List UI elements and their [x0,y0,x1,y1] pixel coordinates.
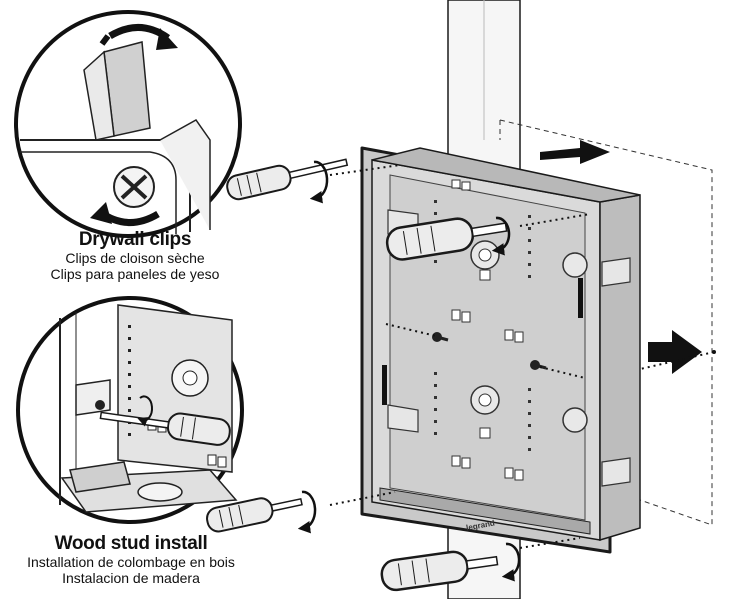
rotation-arrow-icon [297,490,317,534]
direction-arrow-icon [540,140,610,164]
drywall-clips-french: Clips de cloison sèche [65,250,205,266]
wood-stud-heading: Wood stud install [54,533,208,554]
rotation-arrow-icon [309,160,329,204]
direction-arrow-icon [635,330,716,374]
drywall-outline [499,119,713,526]
rotation-arrow-icon [501,542,521,582]
screwdriver-icon [380,550,499,592]
electrical-box [360,146,641,554]
drywall-clips-spanish: Clips para paneles de yeso [50,266,220,282]
screwdriver-icon [385,217,508,261]
wood-stud-spanish: Instalacion de madera [62,570,200,586]
screw-icon [432,332,449,342]
screwdriver-icon [206,497,303,533]
drywall-clips-caption: Drywall clips Clips de cloison sèche Cli… [40,229,230,282]
wood-stud-detail [16,296,244,524]
guide-lines [329,164,591,549]
screwdriver-icon [226,158,349,201]
rotation-arrow-icon [491,216,511,256]
drywall-clip-detail [14,10,242,238]
wood-stud-french: Installation de colombage en bois [27,554,235,570]
drywall-clips-heading: Drywall clips [78,229,192,250]
wood-stud-caption: Wood stud install Installation de colomb… [0,533,262,586]
